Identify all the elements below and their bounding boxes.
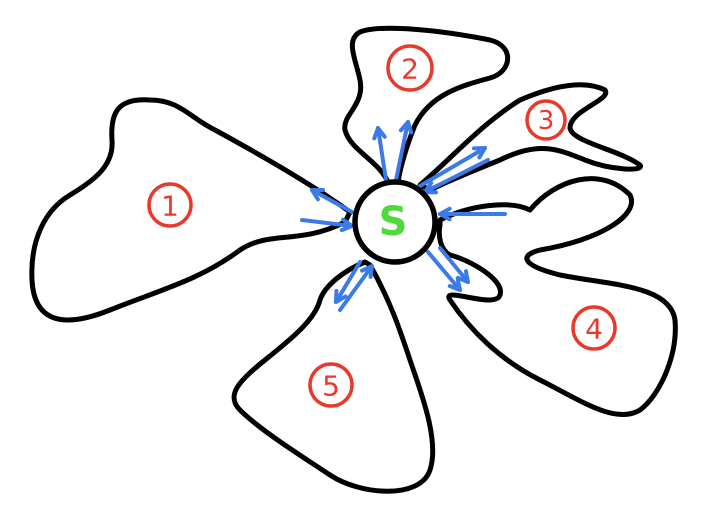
arrow-1-to-hub-b xyxy=(300,218,354,228)
arrow-5-to-hub-b xyxy=(338,264,374,312)
region-3-outline xyxy=(417,82,643,193)
arrow-2-to-hub-a-head xyxy=(372,126,387,141)
arrow-hub-to-4-c-head xyxy=(455,269,470,284)
region-5-label-circle xyxy=(308,362,354,408)
region-5-outline xyxy=(231,259,436,494)
connection-arrows xyxy=(300,120,507,312)
region-5-label: 5 xyxy=(322,370,340,403)
arrow-5-to-hub-b-head xyxy=(360,264,374,279)
arrow-hub-to-4-c xyxy=(438,246,470,284)
arrow-4-to-hub-a-head xyxy=(438,206,452,222)
region-1-outline xyxy=(29,97,353,323)
arrow-1-to-hub-b-head xyxy=(339,217,354,233)
region-1-label: 1 xyxy=(161,190,179,223)
arrow-hub-to-4-b xyxy=(426,250,462,292)
arrow-hub-to-2-b-head xyxy=(398,120,414,135)
arrow-hub-to-1-a xyxy=(310,188,354,214)
region-3-label-circle xyxy=(525,99,567,141)
region-3-label: 3 xyxy=(538,106,555,136)
region-2-label: 2 xyxy=(401,53,419,86)
region-2-label-circle xyxy=(386,44,434,92)
arrow-hub-to-3-a-head xyxy=(472,146,487,160)
arrow-3-to-hub-b xyxy=(423,158,490,194)
region-4-label: 4 xyxy=(585,313,603,346)
arrow-hub-to-5-a-head xyxy=(334,289,348,304)
region-4-label-circle xyxy=(571,305,617,351)
arrow-2-to-hub-a xyxy=(376,126,388,182)
region-2-outline xyxy=(342,25,511,185)
arrow-hub-to-2-b xyxy=(394,120,410,182)
arrow-hub-to-4-b-head xyxy=(447,277,462,292)
hub-circle xyxy=(352,179,438,265)
region-1-label-circle xyxy=(147,182,193,228)
hub-label: S xyxy=(379,199,408,245)
region-4-outline xyxy=(436,176,678,417)
arrow-hub-to-1-a-head xyxy=(310,188,325,202)
arrow-hub-to-5-a xyxy=(334,260,362,304)
arrow-hub-to-3-a xyxy=(418,146,487,188)
